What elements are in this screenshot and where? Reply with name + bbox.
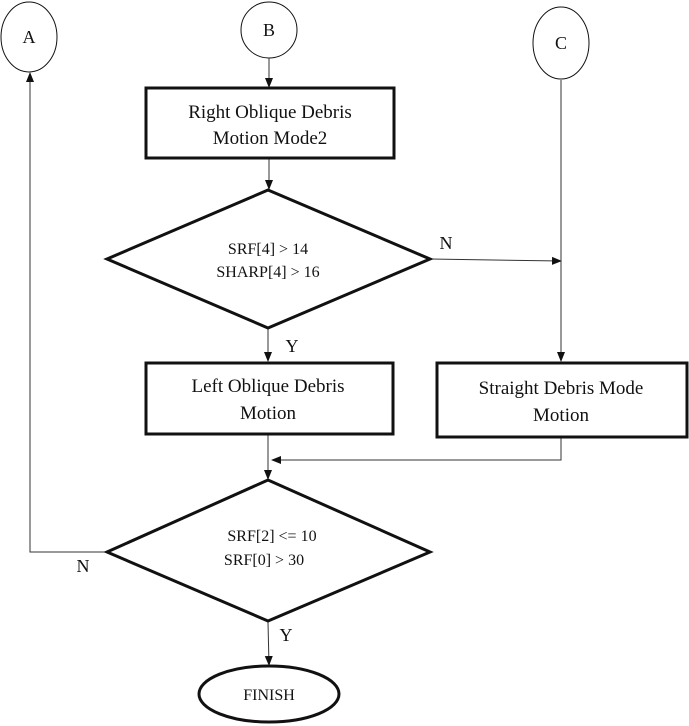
decision-2-no-label: N <box>77 556 90 576</box>
connector-c-label: C <box>555 33 567 53</box>
terminal-finish: FINISH <box>197 664 341 724</box>
process-straight-line1: Straight Debris Mode <box>479 378 644 399</box>
decision-2: SRF[2] <= 10 SRF[0] > 30 <box>103 478 434 623</box>
arrow-decision-2-no-to-a <box>26 72 107 553</box>
process-left-oblique-line1: Left Oblique Debris <box>191 376 344 397</box>
decision-1-line2: SHARP[4] > 16 <box>216 264 319 281</box>
arrow-decision-1-no <box>429 256 562 265</box>
process-left-oblique: Left Oblique Debris Motion <box>144 361 395 436</box>
flow-arrows <box>26 58 565 666</box>
process-straight-line2: Motion <box>533 405 589 426</box>
process-right-oblique: Right Oblique Debris Motion Mode2 <box>144 86 396 160</box>
decision-1-no-label: N <box>440 233 453 253</box>
decision-1-line1: SRF[4] > 14 <box>228 241 308 258</box>
process-left-oblique-line2: Motion <box>240 403 296 424</box>
connector-b-label: B <box>263 20 275 40</box>
decision-2-line1: SRF[2] <= 10 <box>227 528 316 545</box>
connector-a-label: A <box>23 27 36 47</box>
process-right-oblique-line1: Right Oblique Debris <box>188 102 352 123</box>
decision-2-line2: SRF[0] > 30 <box>224 552 304 569</box>
process-right-oblique-line2: Motion Mode2 <box>213 128 328 149</box>
connector-c: C <box>532 6 590 80</box>
arrow-straight-merge <box>271 438 562 464</box>
decision-1-yes-label: Y <box>286 336 299 356</box>
decision-1: SRF[4] > 14 SHARP[4] > 16 <box>103 188 434 330</box>
connector-a: A <box>0 1 58 73</box>
decision-2-yes-label: Y <box>280 625 293 645</box>
process-straight: Straight Debris Mode Motion <box>435 361 689 439</box>
terminal-finish-label: FINISH <box>243 687 295 704</box>
connector-b: B <box>240 1 298 59</box>
arrow-decision-2-yes <box>264 621 273 666</box>
